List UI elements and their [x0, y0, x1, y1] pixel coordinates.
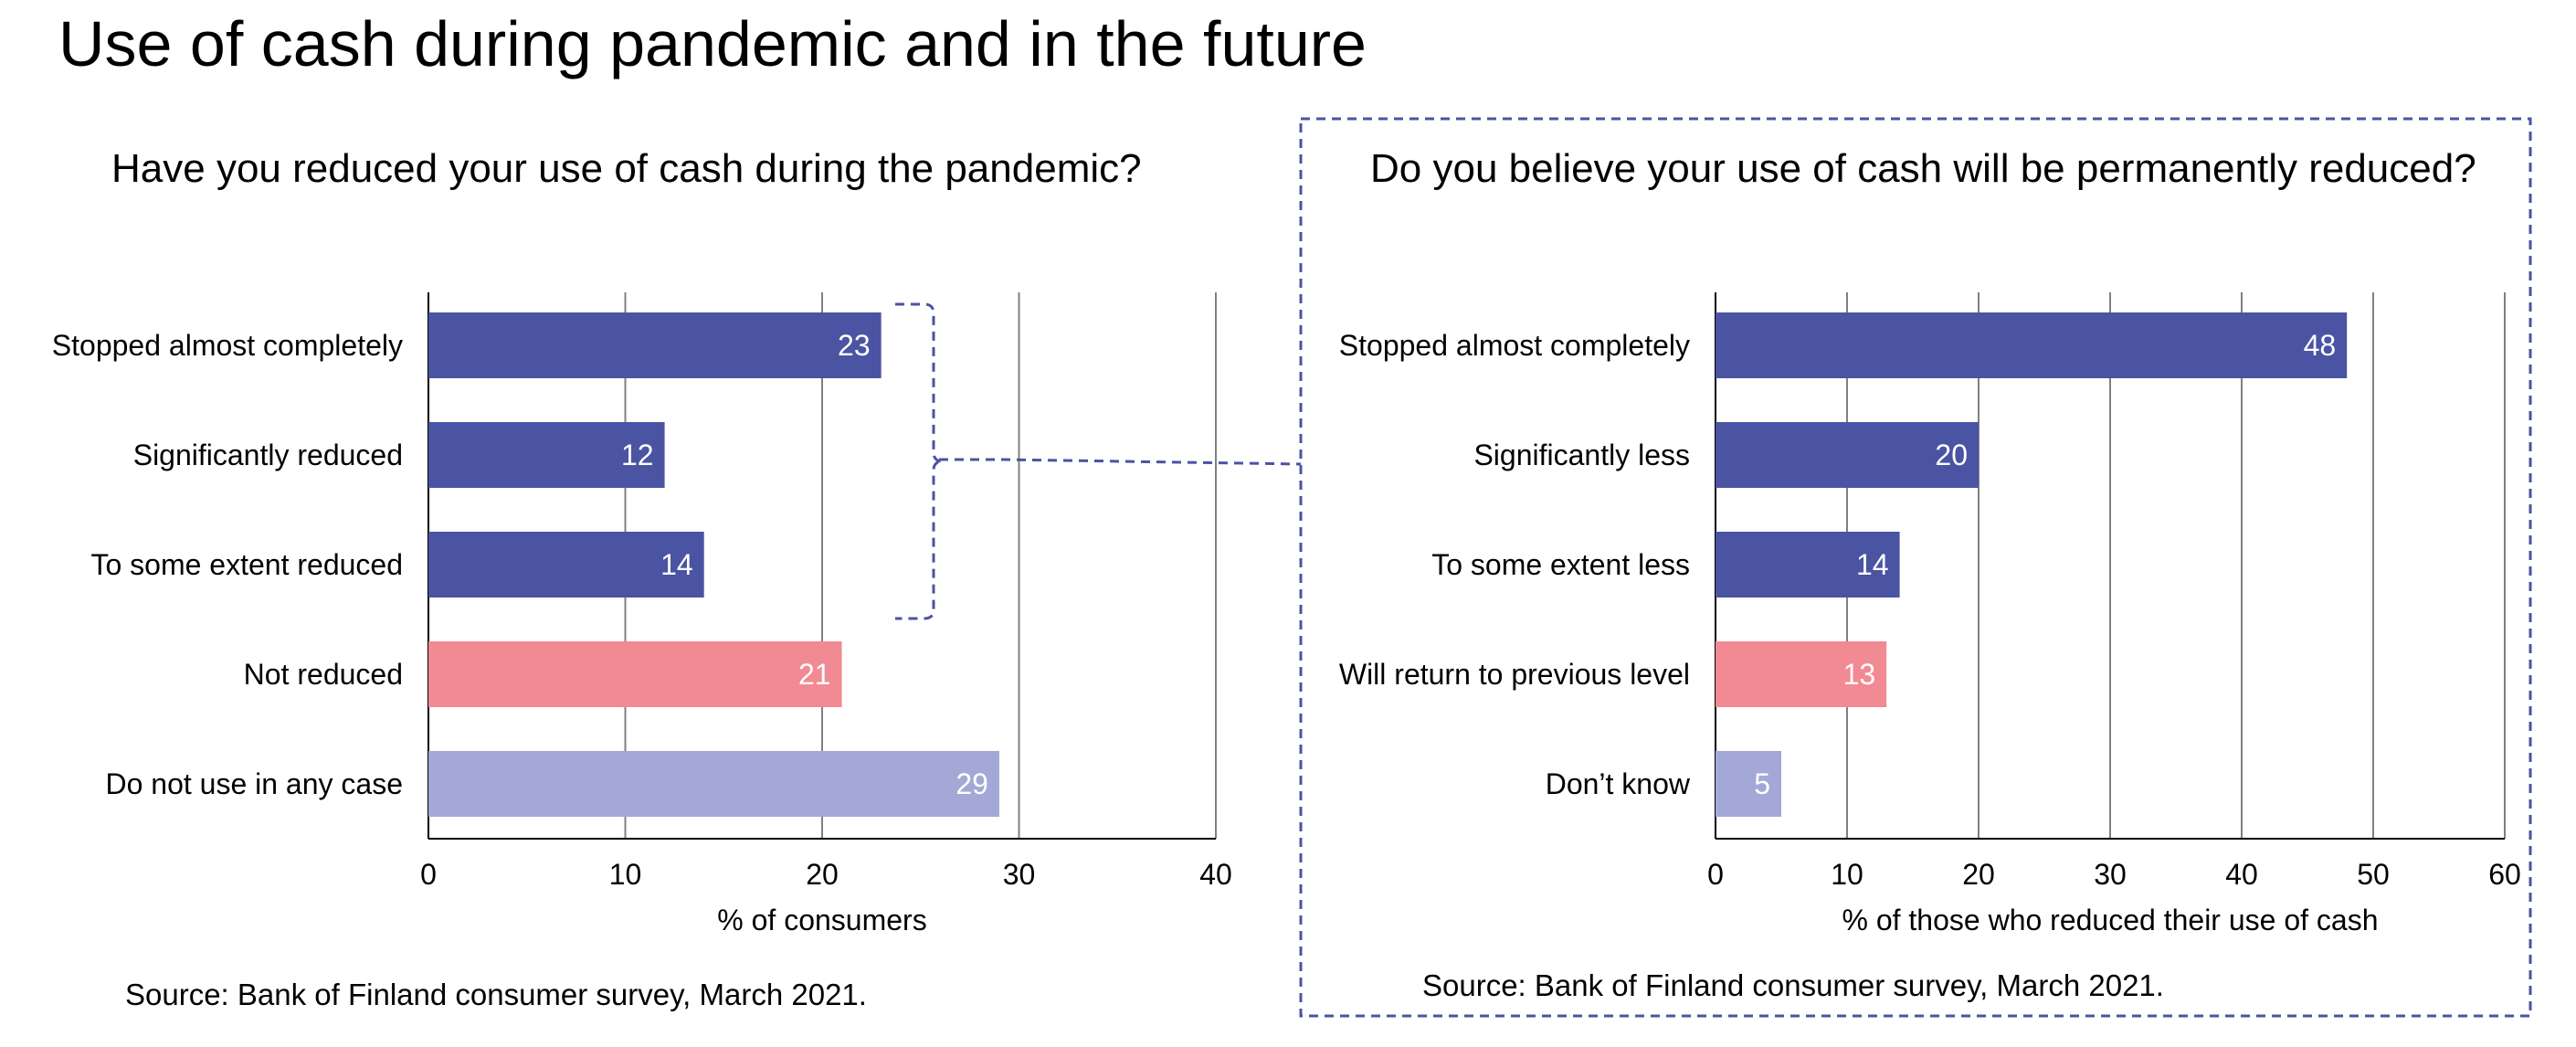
right-value-label: 14 [1856, 548, 1889, 581]
left-bar [428, 641, 842, 707]
right-category-label: Will return to previous level [1339, 658, 1690, 691]
right-tick-label: 50 [2357, 858, 2390, 891]
connector-annotations [895, 117, 2532, 1018]
right-tick-label: 30 [2094, 858, 2127, 891]
right-bar [1716, 422, 1979, 488]
right-bar [1716, 312, 2348, 378]
left-tick-label: 30 [1003, 858, 1036, 891]
right-bar [1716, 532, 1900, 598]
left-category-label: To some extent reduced [90, 548, 403, 581]
left-tick-label: 20 [806, 858, 839, 891]
right-category-label: Don’t know [1546, 767, 1691, 800]
left-value-label: 14 [660, 548, 693, 581]
left-category-label: Stopped almost completely [52, 329, 403, 362]
right-value-label: 20 [1935, 439, 1968, 471]
left-chart: Stopped almost completely 23Significantly… [52, 292, 1232, 936]
left-tick-label: 40 [1199, 858, 1232, 891]
right-category-label: Significantly less [1473, 439, 1690, 471]
left-x-axis-label: % of consumers [717, 904, 926, 936]
right-tick-label: 60 [2488, 858, 2521, 891]
right-tick-label: 40 [2225, 858, 2258, 891]
right-tick-label: 20 [1962, 858, 1995, 891]
left-category-label: Not reduced [244, 658, 403, 691]
right-bar [1716, 641, 1887, 707]
right-source-note: Source: Bank of Finland consumer survey,… [1422, 968, 2164, 1002]
right-bar [1716, 751, 1781, 817]
connector-line [939, 458, 1302, 466]
right-chart-title: Do you believe your use of cash will be … [1370, 146, 2476, 191]
left-source-note: Source: Bank of Finland consumer survey,… [125, 978, 867, 1011]
right-tick-label: 0 [1707, 858, 1724, 891]
left-bar [428, 312, 882, 378]
page-title: Use of cash during pandemic and in the f… [58, 8, 1367, 79]
right-value-label: 5 [1754, 767, 1770, 800]
right-chart: Stopped almost completely 48Significantly… [1339, 292, 2521, 936]
right-tick-label: 10 [1831, 858, 1863, 891]
right-x-axis-label: % of those who reduced their use of cash [1842, 904, 2378, 936]
right-panel-dashed-frame [1299, 117, 2532, 1018]
left-bar [428, 422, 665, 488]
bracket-annotation [895, 302, 944, 620]
right-value-label: 48 [2304, 329, 2337, 362]
left-tick-label: 0 [420, 858, 437, 891]
left-tick-label: 10 [609, 858, 642, 891]
left-bar [428, 751, 999, 817]
right-category-label: To some extent less [1431, 548, 1690, 581]
left-category-label: Significantly reduced [133, 439, 403, 471]
left-value-label: 12 [621, 439, 654, 471]
left-value-label: 23 [838, 329, 871, 362]
left-chart-title: Have you reduced your use of cash during… [111, 146, 1142, 191]
right-value-label: 13 [1843, 658, 1876, 691]
left-bar [428, 532, 704, 598]
left-value-label: 21 [798, 658, 831, 691]
left-value-label: 29 [955, 767, 988, 800]
right-category-label: Stopped almost completely [1339, 329, 1690, 362]
left-category-label: Do not use in any case [105, 767, 403, 800]
